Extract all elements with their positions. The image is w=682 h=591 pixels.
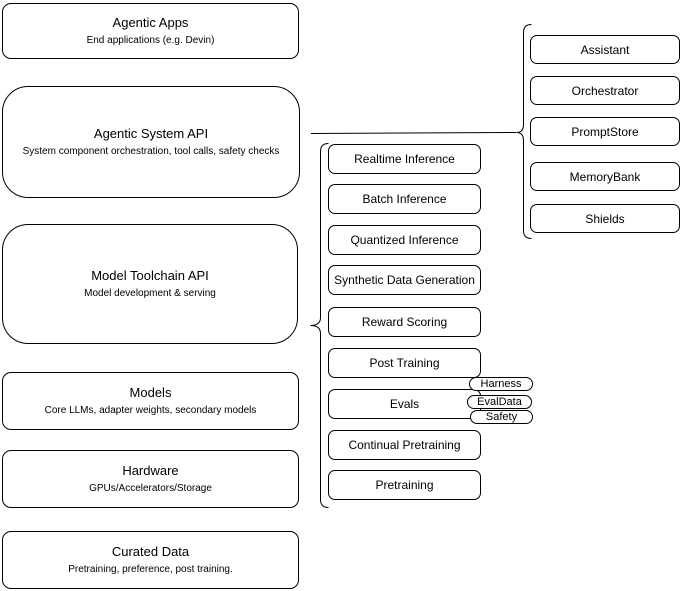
node-subtitle: End applications (e.g. Devin): [86, 34, 215, 46]
node-agentic-system-api: Agentic System API System component orch…: [2, 86, 300, 198]
node-shields: Shields: [530, 204, 680, 233]
node-pretraining: Pretraining: [328, 470, 481, 500]
node-title: Curated Data: [111, 544, 190, 560]
node-title: Hardware: [122, 463, 179, 479]
node-subtitle: Pretraining, preference, post training.: [68, 563, 233, 575]
tag-label: Safety: [485, 410, 518, 423]
node-label: Synthetic Data Generation: [334, 273, 475, 287]
tag-safety: Safety: [470, 410, 533, 424]
node-model-toolchain-api: Model Toolchain API Model development & …: [2, 224, 298, 344]
node-subtitle: System component orchestration, tool cal…: [22, 145, 280, 157]
node-label: Shields: [585, 211, 625, 226]
tag-harness: Harness: [469, 377, 533, 391]
node-memorybank: MemoryBank: [530, 162, 680, 191]
node-label: Evals: [389, 397, 420, 411]
node-label: Orchestrator: [571, 83, 639, 98]
connector-line: [310, 132, 517, 134]
node-label: Quantized Inference: [350, 233, 459, 247]
curly-brace-toolchain: [310, 143, 329, 508]
node-batch-inference: Batch Inference: [328, 184, 481, 214]
node-models: Models Core LLMs, adapter weights, secon…: [2, 372, 299, 430]
node-orchestrator: Orchestrator: [530, 76, 680, 105]
tag-label: Harness: [480, 377, 522, 390]
tag-evaldata: EvalData: [467, 395, 532, 409]
tag-label: EvalData: [477, 395, 522, 408]
node-promptstore: PromptStore: [530, 117, 680, 146]
node-quantized-inference: Quantized Inference: [328, 225, 481, 255]
node-realtime-inference: Realtime Inference: [328, 144, 481, 174]
node-post-training: Post Training: [328, 348, 481, 378]
node-curated-data: Curated Data Pretraining, preference, po…: [2, 531, 299, 589]
node-assistant: Assistant: [530, 35, 680, 64]
node-label: Post Training: [369, 356, 440, 370]
node-subtitle: Model development & serving: [84, 287, 216, 299]
node-label: Assistant: [580, 42, 630, 57]
node-synthetic-data-generation: Synthetic Data Generation: [328, 265, 481, 295]
node-label: Batch Inference: [362, 192, 447, 206]
node-label: PromptStore: [571, 124, 639, 139]
node-title: Models: [129, 385, 172, 401]
node-title: Model Toolchain API: [91, 268, 209, 284]
node-title: Agentic System API: [93, 126, 209, 142]
node-evals: Evals: [328, 389, 481, 419]
node-label: Continual Pretraining: [348, 438, 461, 452]
node-agentic-apps: Agentic Apps End applications (e.g. Devi…: [2, 3, 299, 59]
curly-brace-system: [516, 24, 532, 239]
node-continual-pretraining: Continual Pretraining: [328, 430, 481, 460]
node-label: Pretraining: [375, 478, 434, 492]
node-label: Reward Scoring: [361, 315, 448, 329]
node-reward-scoring: Reward Scoring: [328, 307, 481, 337]
node-subtitle: Core LLMs, adapter weights, secondary mo…: [44, 404, 257, 416]
node-label: MemoryBank: [569, 169, 641, 184]
node-hardware: Hardware GPUs/Accelerators/Storage: [2, 450, 299, 508]
node-title: Agentic Apps: [112, 15, 189, 31]
node-label: Realtime Inference: [354, 152, 455, 166]
node-subtitle: GPUs/Accelerators/Storage: [89, 482, 212, 494]
